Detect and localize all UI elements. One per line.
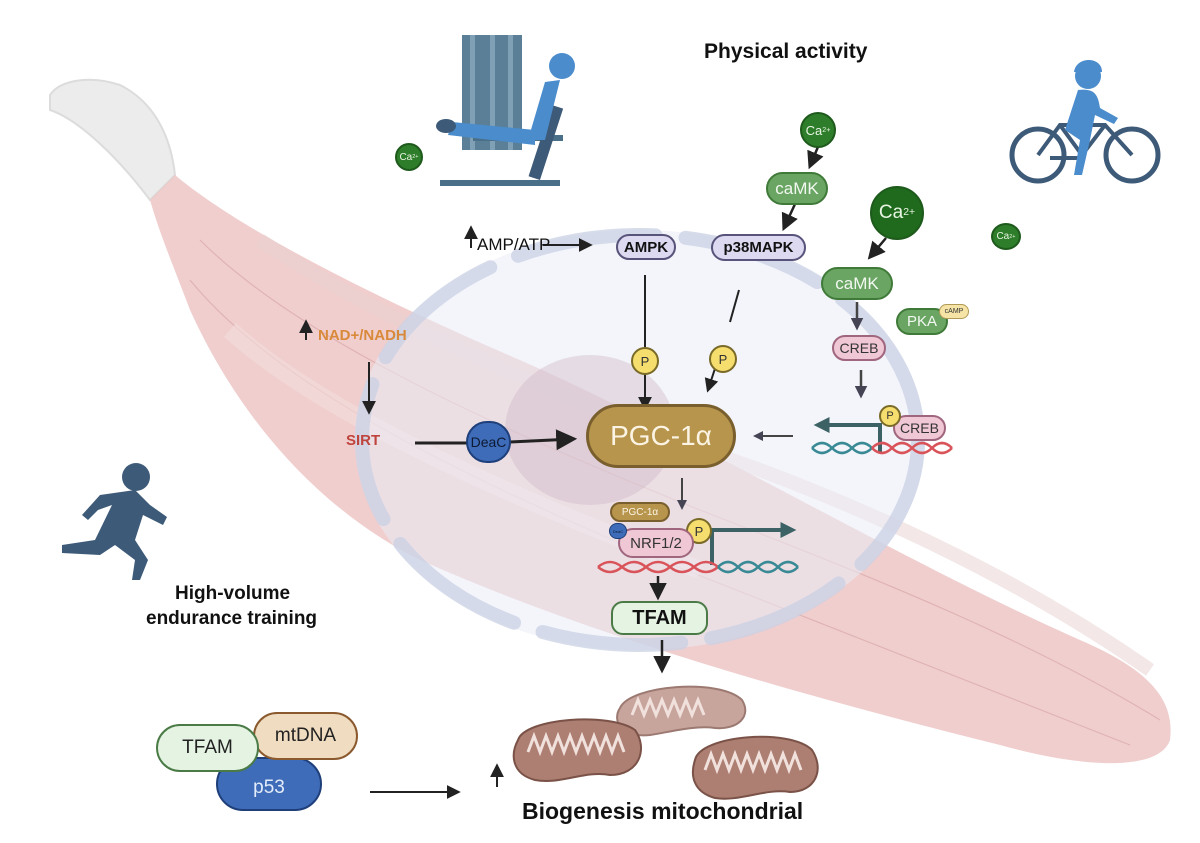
runner-icon (62, 463, 167, 580)
deac-node: DeaC (466, 421, 511, 463)
mitochondrion-icon (512, 718, 642, 782)
dna-helix-creb (811, 441, 953, 455)
creb-node: CREB (832, 335, 886, 361)
cyclist-icon (1009, 60, 1161, 184)
biogenesis-title: Biogenesis mitochondrial (522, 798, 804, 824)
tfam-complex-node: TFAM (156, 724, 259, 772)
dna-helix-nrf (597, 560, 799, 574)
phosphate-creb: P (879, 405, 901, 427)
ampk-node: AMPK (616, 234, 676, 260)
nad-nadh-label: NAD+/NADH (318, 327, 407, 344)
leg-press-exercise-icon (436, 35, 575, 186)
phosphate-p38: P (709, 345, 737, 373)
high-volume-title-line2: endurance training (146, 608, 318, 629)
pka-node: PKA (896, 308, 948, 335)
creb-dna-bound: CREB (893, 415, 946, 441)
mitochondrion-icon (691, 735, 819, 800)
mitochondrion-icon (616, 685, 747, 737)
deac-small-node: DeaC (609, 523, 627, 539)
nrf12-node: NRF1/2 (618, 528, 694, 558)
tfam-node: TFAM (611, 601, 708, 635)
phosphate-ampk: P (631, 347, 659, 375)
camk-node-top: caMK (766, 172, 828, 205)
amp-atp-label: AMP/ATP (477, 235, 551, 254)
pgc1a-small-node: PGC-1α (610, 502, 670, 522)
physical-activity-title: Physical activity (704, 40, 868, 63)
phosphate-nrf: P (686, 518, 712, 544)
high-volume-title-line1: High-volume (175, 583, 291, 604)
pgc1a-node: PGC-1α (586, 404, 736, 468)
camk-node-right: caMK (821, 267, 893, 300)
camp-badge: cAMP (939, 304, 969, 319)
p38mapk-node: p38MAPK (711, 234, 806, 261)
muscle-tendon (49, 78, 177, 202)
sirt-label: SIRT (346, 432, 381, 449)
mtdna-node: mtDNA (253, 712, 358, 760)
